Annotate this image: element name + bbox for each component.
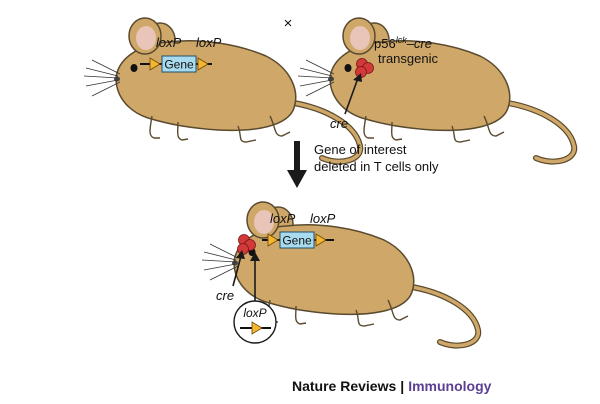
cre-cell-icon [237, 243, 249, 255]
down-arrow-icon [287, 170, 307, 188]
arrowhead-icon [353, 73, 362, 82]
loxp-label-left: loxP [270, 211, 296, 226]
transgene-label: p56lck–cre [374, 35, 432, 51]
arrowhead-icon [250, 252, 260, 261]
gene-label: Gene [164, 58, 194, 72]
gene-box [161, 55, 197, 73]
loxp-triangle-icon [251, 321, 263, 335]
cre-pointer-line [344, 77, 359, 115]
loxp-label-right: loxP [196, 35, 222, 50]
arrowhead-icon [236, 250, 245, 259]
step-arrow: Gene of interest deleted in T cells only [287, 141, 439, 188]
bottom-mouse: loxP loxP Gene cre loxP [202, 202, 478, 346]
step-line-2: deleted in T cells only [314, 159, 439, 174]
step-line-1: Gene of interest [314, 142, 407, 157]
gene-label: Gene [282, 234, 312, 248]
transgene-superscript: lck [396, 35, 407, 45]
mouse-illustration-icon [298, 18, 574, 162]
journal-separator: | [400, 378, 405, 394]
inset-loxp-label: loxP [243, 306, 266, 320]
loxp-triangle-icon [197, 57, 209, 71]
loxp-label-left: loxP [156, 35, 182, 50]
loxp-triangle-icon [315, 233, 327, 247]
cross-symbol: × [284, 15, 293, 32]
cre-label: cre [216, 288, 234, 303]
loxp-label-right: loxP [310, 211, 336, 226]
journal-credit: Nature Reviews|Immunology [292, 378, 491, 394]
journal-section: Immunology [408, 378, 492, 394]
cre-pointer-line [232, 255, 242, 287]
cre-label: cre [330, 116, 348, 131]
transgene-prefix: p56 [374, 36, 396, 51]
loxp-inset-circle [233, 300, 277, 344]
top-right-mouse: p56lck–cre transgenic cre [298, 18, 574, 162]
loxp-triangle-icon [267, 233, 279, 247]
top-left-mouse: loxP loxP Gene [84, 18, 360, 162]
transgenic-label: transgenic [378, 51, 438, 66]
transgene-suffix: –cre [406, 36, 432, 51]
journal-name: Nature Reviews [292, 378, 397, 394]
loxp-triangle-icon [149, 57, 161, 71]
gene-box [279, 231, 315, 249]
